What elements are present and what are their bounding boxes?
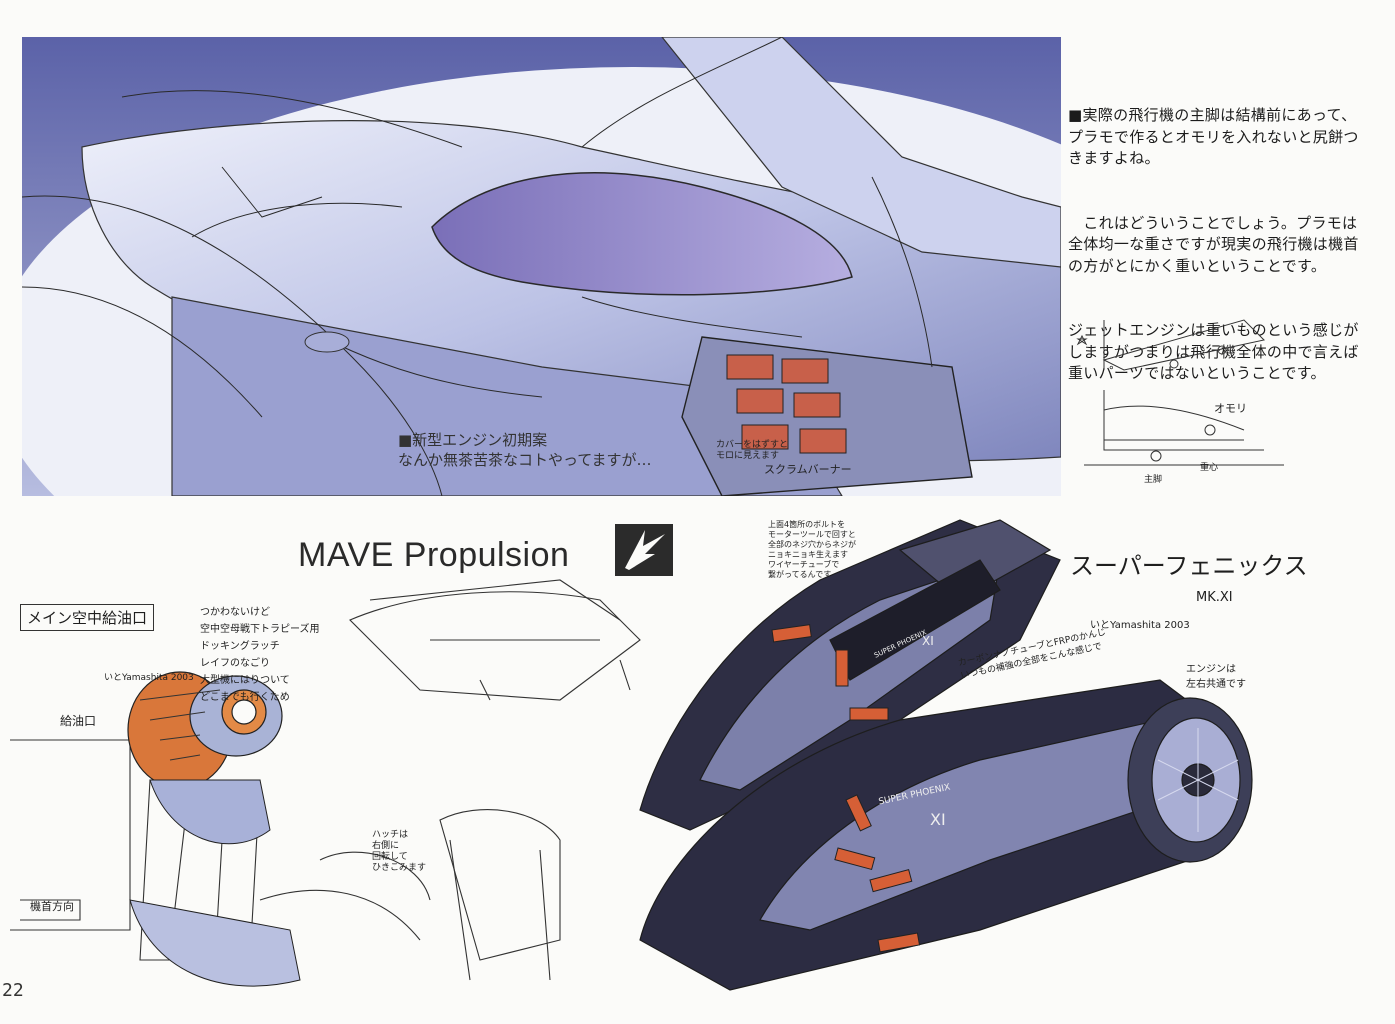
commentary-paragraph-1: ■実際の飛行機の主脚は結構前にあって、プラモで作るとオモリを入れないと尻餅つきま… — [1068, 106, 1359, 167]
engine-proposal-caption: ■新型エンジン初期案 なんか無茶苦茶なコトやってますが… — [398, 430, 652, 470]
nose-direction-label: 機首方向 — [30, 900, 74, 913]
cover-note: カバーをはずすと モロに見えます — [716, 440, 789, 461]
center-of-gravity-label: 重心 — [1200, 463, 1219, 473]
right-signature: いとYamashita 2003 — [1090, 620, 1190, 631]
caption-line-1: ■新型エンジン初期案 — [398, 431, 548, 449]
super-phoenix-title: スーパーフェニックス — [1070, 552, 1308, 580]
hatch-note: ハッチは 右側に 回転して ひきこみます — [372, 830, 427, 873]
commentary-paragraph-2: これはどういうことでしょう。プラモは全体均一な重さですが現実の飛行機は機首の方が… — [1068, 213, 1359, 275]
fuel-port-label: 給油口 — [60, 714, 97, 728]
fuel-port-title: メイン空中給油口 — [20, 604, 155, 631]
main-gear-label: 主脚 — [1144, 475, 1163, 485]
model-number: MK.XI — [1196, 590, 1233, 605]
caption-line-2: なんか無茶苦茶なコトやってますが… — [398, 451, 652, 469]
engine-mark-upper: XI — [922, 634, 934, 648]
engines-common-note: エンジンは 左右共通です — [1186, 664, 1246, 690]
commentary-paragraph-3: ジェットエンジンは重いものという感じがしますがつまりは飛行機全体の中で言えば重い… — [1068, 321, 1359, 382]
left-signature: いとYamashita 2003 — [104, 673, 194, 683]
weight-label: オモリ — [1214, 402, 1247, 415]
bird-logo-icon — [615, 524, 673, 576]
fighter-jet-illustration — [22, 37, 1061, 496]
engine-mark-lower: XI — [930, 810, 946, 829]
page-number: 22 — [2, 980, 24, 1001]
brand-title: MAVE Propulsion — [298, 536, 570, 574]
docking-latch-note: つかわないけど 空中空母戦下トラピーズ用 ドッキングラッチ レイフのなごり 大型… — [200, 607, 320, 703]
bolt-mechanism-note: 上面4箇所のボルトを モーターツールで回すと 全部のネジ穴からネジが ニョキニョ… — [768, 520, 856, 579]
commentary-text: ■実際の飛行機の主脚は結構前にあって、プラモで作るとオモリを入れないと尻餅つきま… — [1068, 62, 1368, 428]
landing-gear-sketch: オモリ 主脚 重心 — [1064, 300, 1304, 500]
scram-burner-note: スクラムバーナー — [764, 463, 852, 476]
